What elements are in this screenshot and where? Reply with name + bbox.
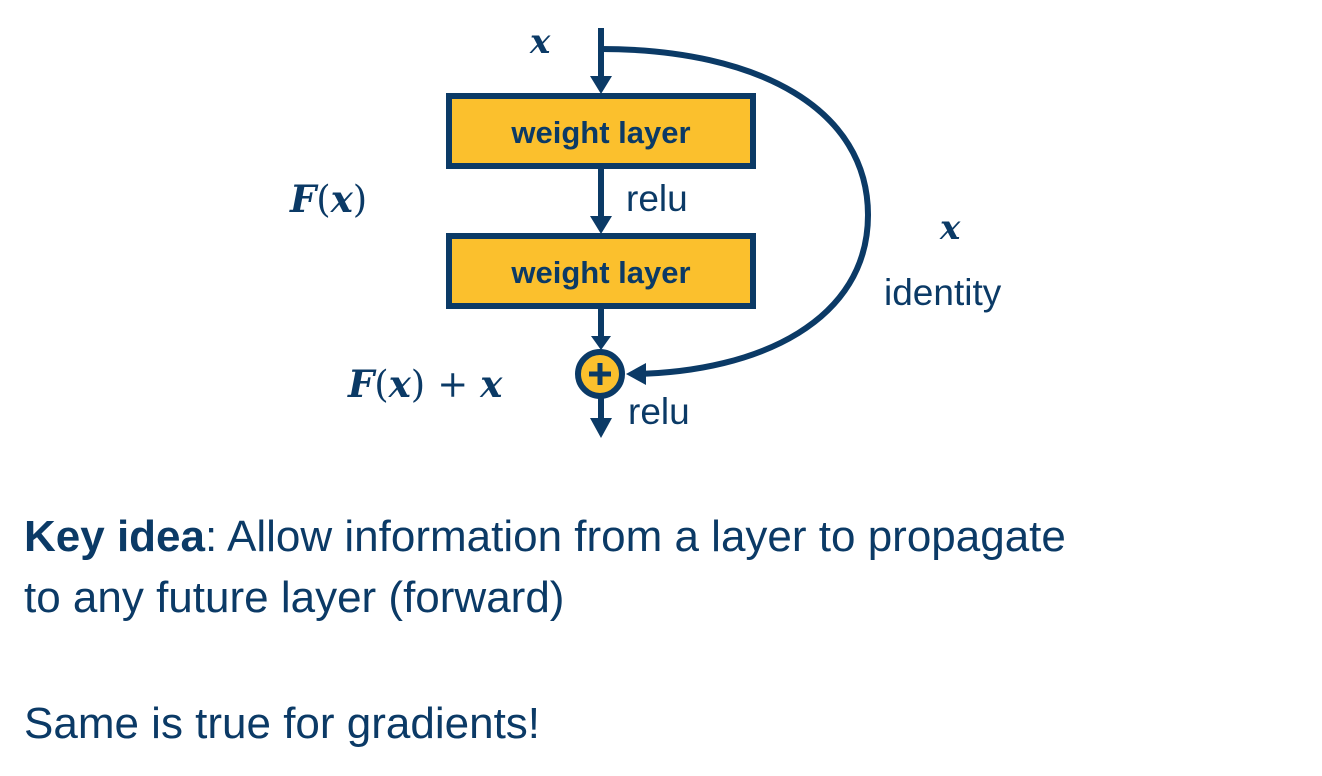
shortcut-x-label: x: [939, 208, 961, 248]
weight-layer-label-1: weight layer: [510, 115, 690, 150]
mid-arrowhead: [590, 216, 612, 234]
input-x-label: x: [529, 22, 551, 62]
residual-block-diagram: x weight layer relu F(x) weight layer x …: [289, 22, 1002, 438]
key-idea-paragraph: Key idea: Allow information from a layer…: [24, 506, 1066, 628]
weight-layer-box-1: [446, 93, 756, 169]
relu-label-out: relu: [628, 391, 690, 432]
identity-label: identity: [884, 272, 1002, 313]
relu-label-mid: relu: [626, 178, 688, 219]
key-idea-line2: to any future layer (forward): [24, 573, 565, 622]
weight-layer-box-2: [446, 233, 756, 309]
key-idea-line1-rest: : Allow information from a layer to prop…: [204, 512, 1066, 561]
identity-shortcut-curve: [600, 46, 872, 377]
key-idea-bold: Key idea: [24, 512, 205, 561]
gradients-note: Same is true for gradients!: [24, 699, 541, 748]
shortcut-arrowhead: [626, 363, 646, 385]
sum-label: F(x)+x: [347, 362, 503, 406]
output-arrowhead: [590, 418, 612, 438]
to-sum-arrowhead: [591, 336, 611, 350]
fx-label: F(x): [289, 177, 367, 221]
input-arrowhead: [590, 76, 612, 94]
weight-layer-label-2: weight layer: [510, 255, 690, 290]
